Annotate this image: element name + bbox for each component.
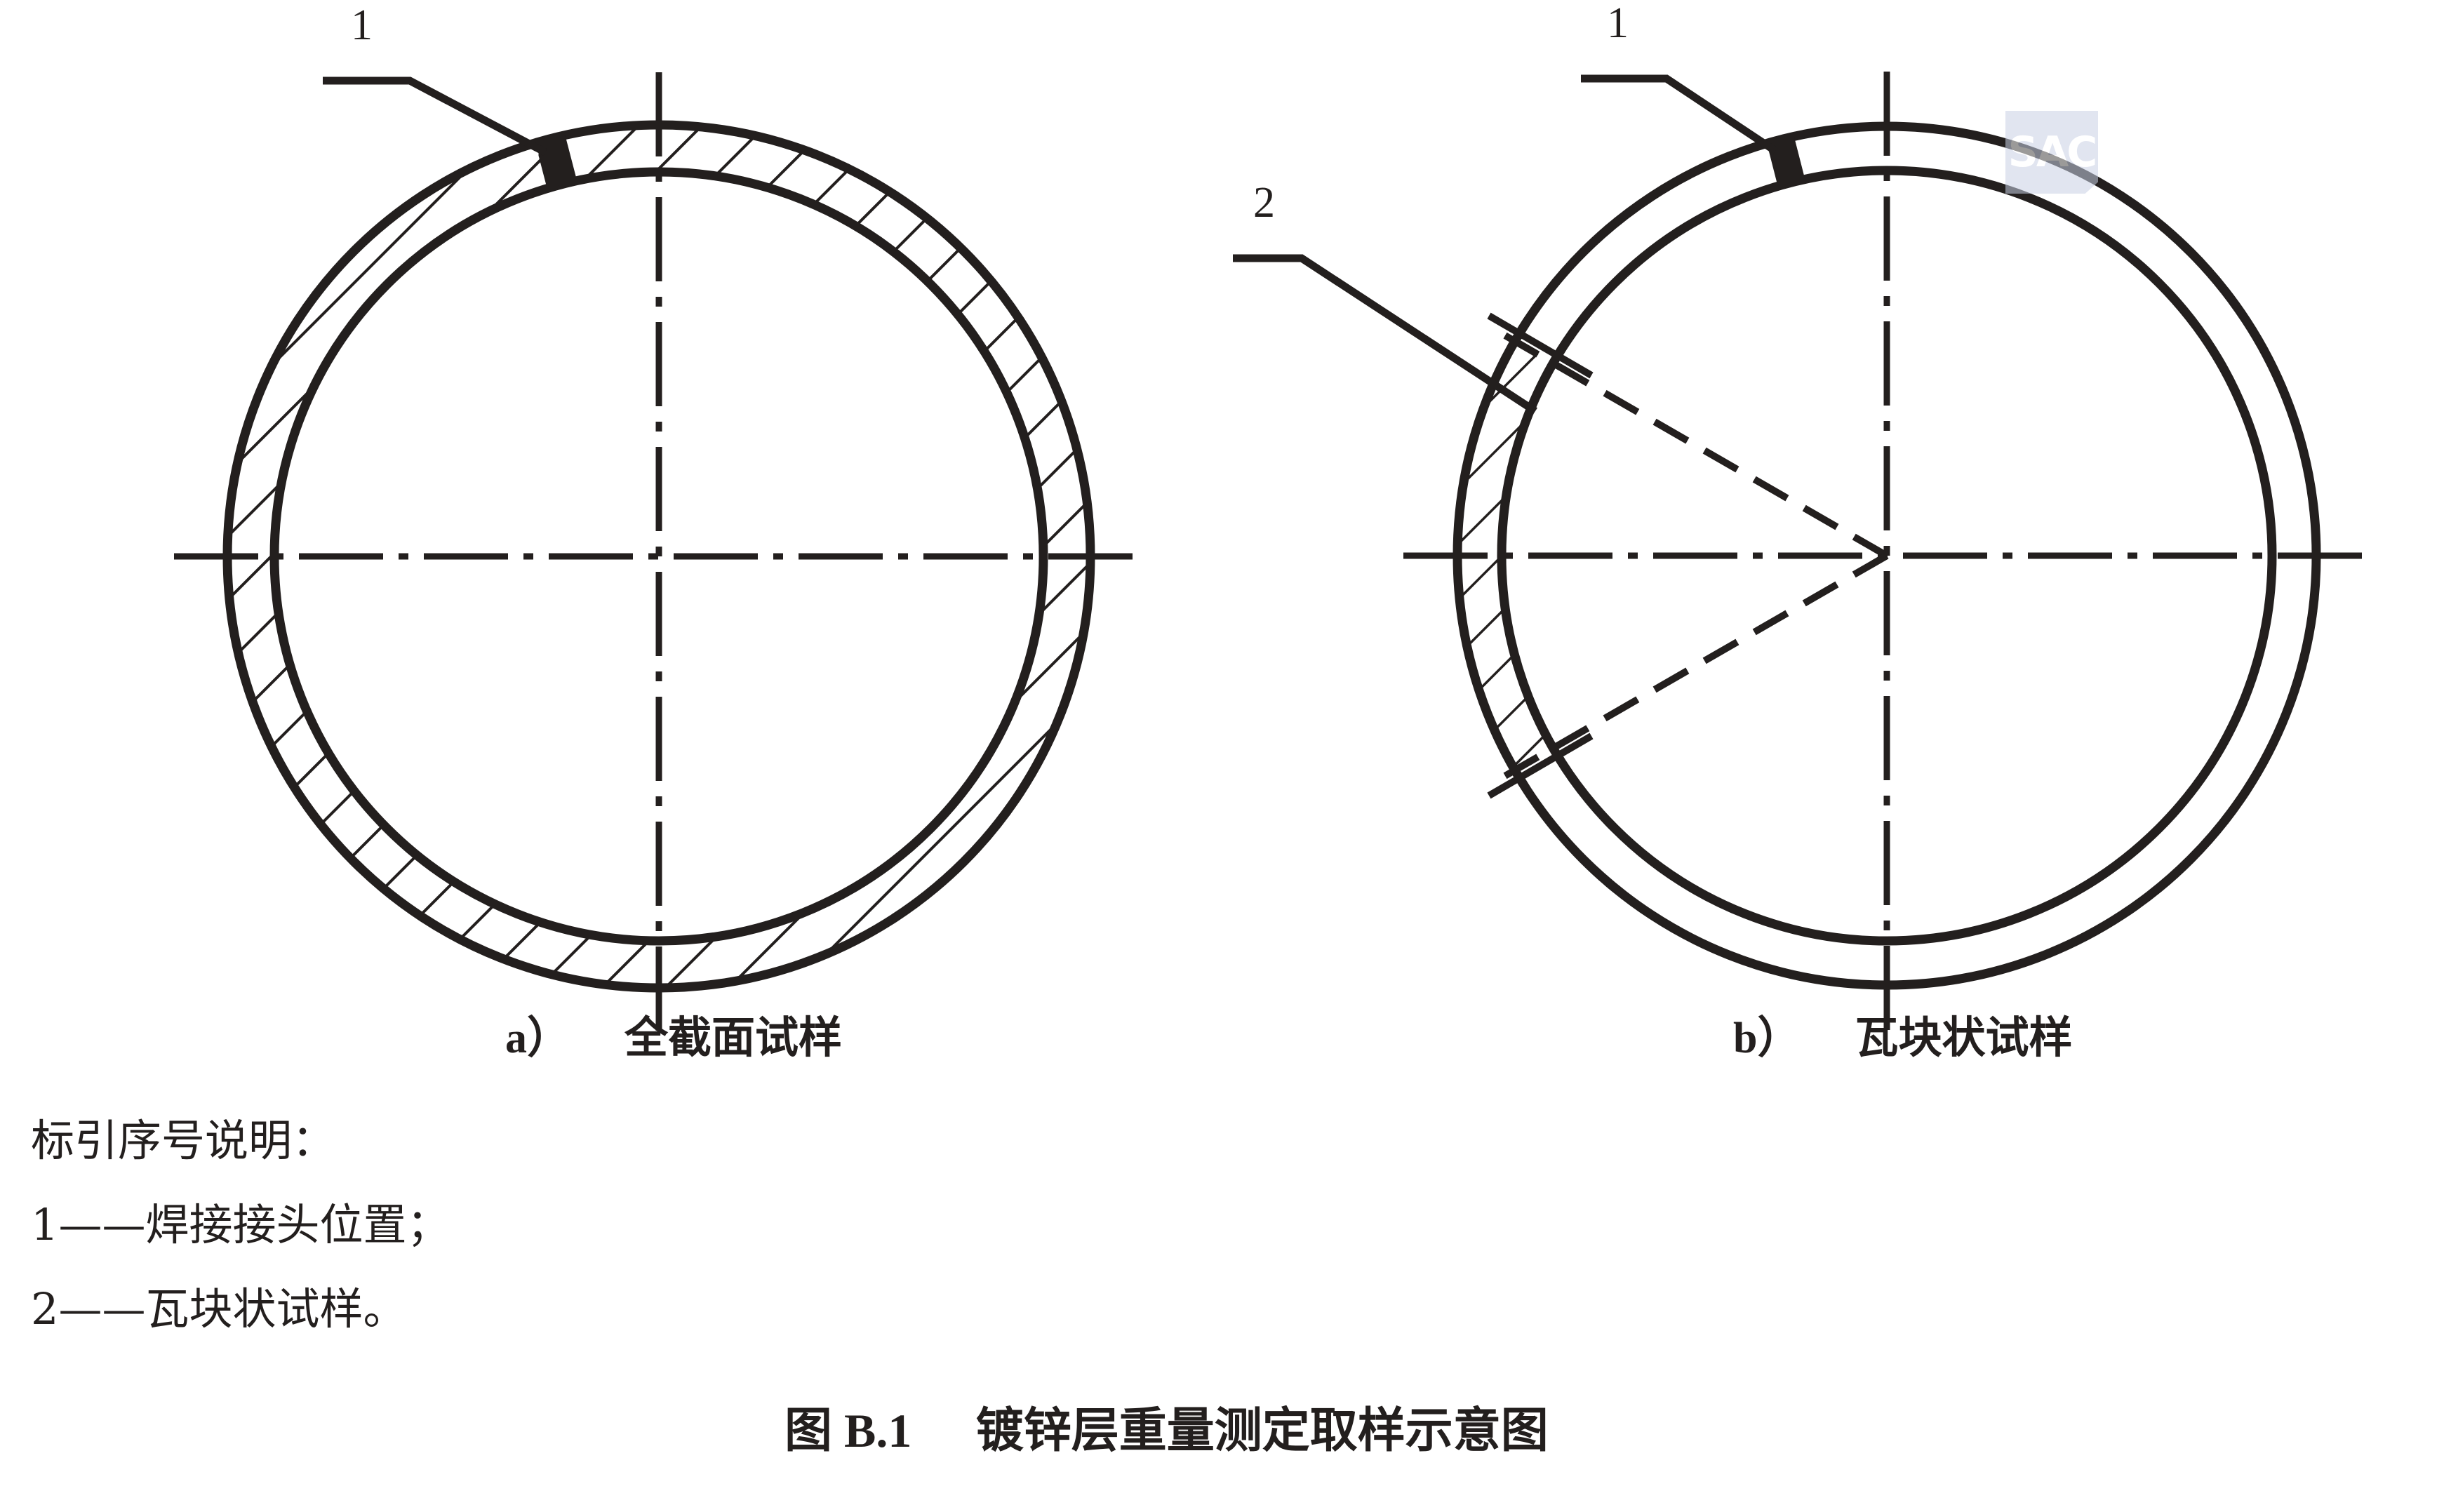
figure-caption-text: 镀锌层重量测定取样示意图	[975, 1403, 1549, 1459]
callout-2-label-b: 2	[1253, 179, 1275, 227]
callout-2-leader-b	[1233, 254, 1538, 415]
callout-1-leader-a	[323, 76, 547, 156]
pipe-outer-circle-b	[1452, 121, 2321, 990]
legend-item-2: 2——瓦块状试样。	[31, 1283, 407, 1334]
subfigure-b-drawing	[1233, 72, 2373, 1040]
callout-1-label-b: 1	[1607, 0, 1629, 47]
subfigure-b-caption: b） 瓦块状试样	[1733, 1015, 2073, 1062]
pipe-inner-circle-a	[269, 167, 1048, 946]
pipe-outer-circle-a	[222, 120, 1095, 993]
sector-cut-mark-upper-b	[1487, 312, 1594, 379]
sector-radius-upper-b	[1492, 326, 1889, 559]
weld-joint-mark-a	[534, 132, 674, 561]
subfigure-a-caption: a） 全截面试样	[505, 1015, 842, 1062]
subfigure-a-marker: a）	[505, 1015, 571, 1062]
subfigure-b-marker: b）	[1733, 1015, 1801, 1062]
weld-joint-mark-b	[1765, 133, 1901, 559]
legend-item-1: 1——焊接接头位置；	[31, 1199, 450, 1250]
figure-caption-prefix: 图 B.1	[784, 1404, 912, 1457]
pipe-inner-circle-b	[1497, 166, 2277, 946]
sector-radius-lower-b	[1492, 552, 1889, 786]
callout-1-leader-b	[1581, 74, 1778, 154]
legend-heading: 标引序号说明：	[31, 1115, 336, 1166]
subfigure-b-label: 瓦块状试样	[1855, 1012, 2073, 1063]
subfigure-a-drawing	[174, 72, 1145, 1041]
figure-caption: 图 B.1 镀锌层重量测定取样示意图	[784, 1407, 1549, 1455]
callout-1-label-a: 1	[351, 1, 373, 49]
sector-cut-mark-lower-b	[1487, 732, 1594, 799]
subfigure-a-label: 全截面试样	[625, 1012, 843, 1063]
